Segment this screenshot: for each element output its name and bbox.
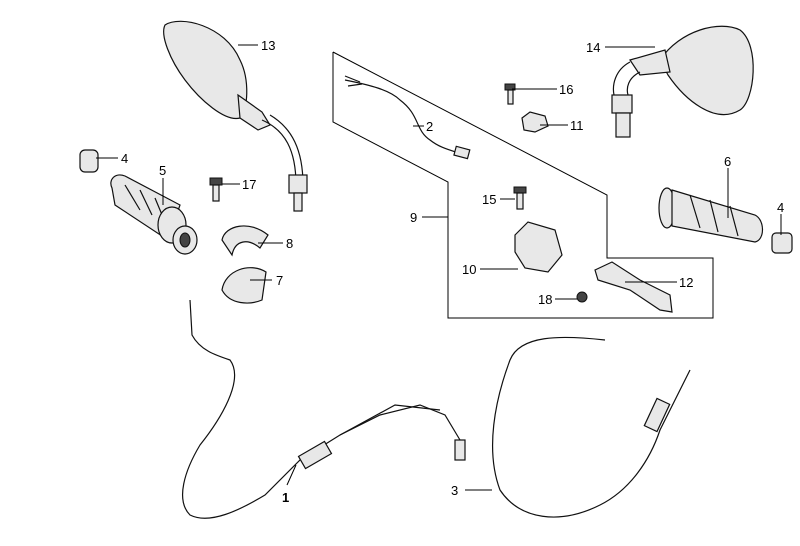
lever	[594, 261, 673, 313]
screw-16	[504, 83, 516, 105]
callout-10: 10	[462, 262, 476, 277]
callout-8: 8	[286, 236, 293, 251]
throttle-housing-upper	[221, 225, 269, 257]
brake-switch-wire	[344, 75, 471, 160]
throttle-grip	[110, 174, 198, 255]
assembly-outline	[332, 51, 714, 319]
callout-6: 6	[724, 154, 731, 169]
nut-18	[576, 291, 588, 303]
bolt-15	[513, 186, 527, 210]
bar-end-left	[79, 149, 99, 173]
left-grip	[658, 187, 764, 243]
callout-16: 16	[559, 82, 573, 97]
callout-7: 7	[276, 273, 283, 288]
callout-4-right: 4	[777, 200, 784, 215]
bar-end-right	[771, 232, 793, 254]
callout-1: 1	[282, 490, 289, 505]
throttle-housing-lower	[221, 267, 267, 304]
left-mirror	[163, 20, 308, 212]
callout-4-left: 4	[121, 151, 128, 166]
throttle-cable	[182, 299, 466, 519]
screw-17	[209, 177, 223, 202]
right-mirror	[611, 25, 754, 138]
callout-11: 11	[570, 118, 584, 133]
callout-12: 12	[679, 275, 693, 290]
callout-14: 14	[586, 40, 600, 55]
callout-18: 18	[538, 292, 552, 307]
callout-2: 2	[426, 119, 433, 134]
brake-cable	[491, 336, 691, 518]
callout-13: 13	[261, 38, 275, 53]
callout-15: 15	[482, 192, 496, 207]
lever-bracket	[514, 221, 563, 273]
leader-lines	[96, 44, 782, 491]
callout-3: 3	[451, 483, 458, 498]
callout-17: 17	[242, 177, 256, 192]
callout-9: 9	[410, 210, 417, 225]
callout-5: 5	[159, 163, 166, 178]
clamp-11	[521, 111, 549, 133]
